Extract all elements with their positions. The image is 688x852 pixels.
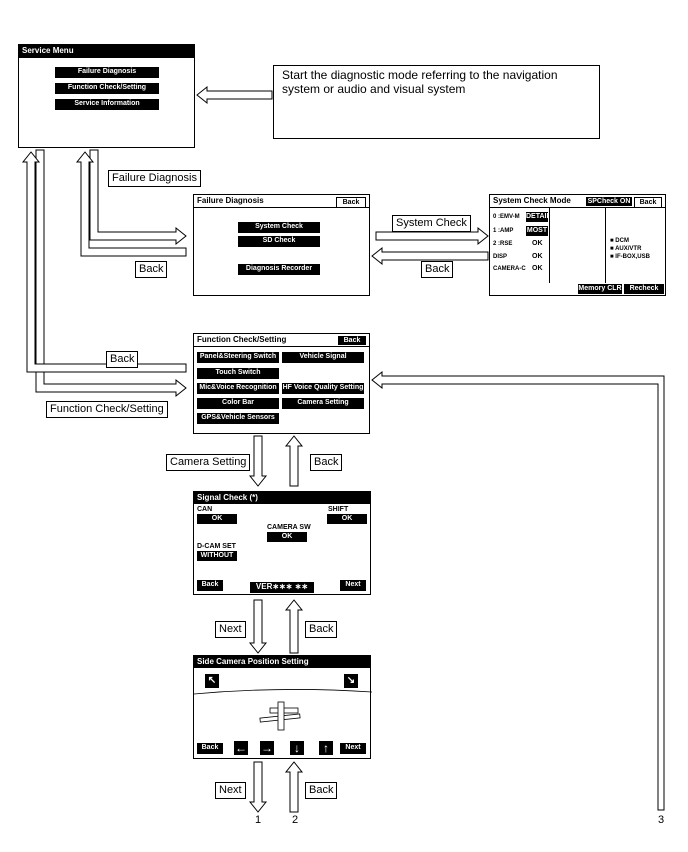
service-menu-panel: Service Menu Failure Diagnosis Function …: [18, 44, 195, 148]
system-check-divider: [549, 208, 550, 283]
flow-label-function-check: Function Check/Setting: [46, 401, 168, 418]
function-check-back-button[interactable]: Back: [338, 336, 366, 345]
flow-label-back-fc: Back: [106, 351, 139, 368]
sig-down-arrow: [248, 599, 268, 654]
side-down-arrow: [248, 761, 268, 813]
note-arrow: [196, 85, 273, 105]
service-menu-title: Service Menu: [19, 45, 194, 58]
version-display: VER∗∗∗ ∗∗: [250, 582, 314, 593]
side-camera-next-button[interactable]: Next: [340, 743, 366, 754]
arrow-right-icon[interactable]: →: [260, 741, 274, 755]
touch-switch-button[interactable]: Touch Switch: [197, 368, 279, 379]
signal-check-panel: Signal Check (*) CAN OK SHIFT OK CAMERA …: [193, 491, 371, 595]
can-value: OK: [197, 514, 237, 524]
row-value-emv[interactable]: DETAIL: [526, 212, 548, 222]
mic-voice-recognition-button[interactable]: Mic&Voice Recognition: [197, 383, 279, 394]
function-check-panel: Function Check/Setting Back Panel&Steeri…: [193, 333, 370, 434]
camera-sw-value: OK: [267, 532, 307, 542]
side-camera-back-button[interactable]: Back: [197, 743, 223, 754]
fc-back-arrow: [21, 151, 187, 373]
rotate-left-icon[interactable]: ↖: [205, 674, 219, 688]
signal-check-title: Signal Check (*): [194, 492, 370, 504]
flow-label-back-side: Back: [305, 782, 338, 799]
flow-label-back-sig: Back: [305, 621, 338, 638]
row-label-amp: 1 :AMP: [493, 228, 514, 234]
row-label-camera-c: CAMERA-C: [493, 266, 526, 272]
service-menu-function-check-button[interactable]: Function Check/Setting: [55, 83, 159, 94]
camera-sw-label: CAMERA SW: [267, 524, 311, 531]
service-menu-service-information-button[interactable]: Service Information: [55, 99, 159, 110]
sd-check-button[interactable]: SD Check: [238, 236, 320, 247]
cam-up-arrow: [284, 435, 304, 487]
fd-back-arrow: [75, 151, 187, 257]
row-value-amp[interactable]: MOST: [526, 226, 548, 236]
system-check-divider-2: [605, 208, 606, 283]
sc-back-arrow: [371, 246, 489, 266]
dcam-set-label: D-CAM SET: [197, 543, 236, 550]
can-label: CAN: [197, 506, 213, 513]
sc-forward-arrow: [375, 226, 489, 246]
arrow-left-icon[interactable]: ←: [234, 741, 248, 755]
legend-dcm: ■ DCM: [610, 238, 629, 244]
row-value-camera-c: OK: [532, 265, 543, 272]
flow-label-camera-setting: Camera Setting: [166, 454, 251, 471]
failure-diagnosis-title: Failure Diagnosis: [194, 195, 369, 208]
flow-label-back-sc: Back: [421, 261, 454, 278]
hf-voice-quality-button[interactable]: HF Voice Quality Setting: [282, 383, 364, 394]
vehicle-signal-button[interactable]: Vehicle Signal: [282, 352, 364, 363]
system-check-mode-panel: System Check Mode SPCheck ON Back 0 :EMV…: [489, 194, 666, 296]
sig-up-arrow: [284, 599, 304, 654]
memory-clr-button[interactable]: Memory CLR: [578, 284, 622, 294]
panel-steering-switch-button[interactable]: Panel&Steering Switch: [197, 352, 279, 363]
legend-aux: ■ AUX/VTR: [610, 246, 642, 252]
function-check-title: Function Check/Setting: [194, 334, 369, 347]
row-label-disp: DISP: [493, 254, 508, 260]
signal-check-back-button[interactable]: Back: [197, 580, 223, 591]
spcheck-on-button[interactable]: SPCheck ON: [586, 197, 632, 206]
camera-setting-button[interactable]: Camera Setting: [282, 398, 364, 409]
arrow-up-icon[interactable]: ↑: [319, 741, 333, 755]
row-label-rse: 2 :RSE: [493, 241, 513, 247]
gps-vehicle-sensors-button[interactable]: GPS&Vehicle Sensors: [197, 413, 279, 424]
system-check-back-button[interactable]: Back: [634, 197, 662, 208]
row-value-disp: OK: [532, 253, 543, 260]
side-camera-view: [194, 689, 372, 731]
flow-label-failure-diagnosis: Failure Diagnosis: [108, 170, 201, 187]
rotate-right-icon[interactable]: ↘: [344, 674, 358, 688]
flow-label-next-side: Next: [215, 782, 246, 799]
exit-number-1: 1: [255, 814, 262, 826]
exit-number-2: 2: [292, 814, 299, 826]
legend-ifbox: ■ IF-BOX,USB: [610, 254, 650, 260]
return-arrow-3: [371, 370, 665, 811]
failure-diagnosis-panel: Failure Diagnosis Back System Check SD C…: [193, 194, 370, 296]
shift-label: SHIFT: [328, 506, 349, 513]
color-bar-button[interactable]: Color Bar: [197, 398, 279, 409]
note-line-2: system or audio and visual system: [282, 82, 466, 96]
dcam-set-value: WITHOUT: [197, 551, 237, 561]
shift-value: OK: [327, 514, 367, 524]
row-label-emv: 0 :EMV-M: [493, 214, 520, 220]
fc-forward-arrow: [35, 149, 187, 398]
failure-diagnosis-back-button[interactable]: Back: [336, 197, 366, 208]
side-camera-panel: Side Camera Position Setting ↖ ↘ Back ← …: [193, 655, 372, 759]
signal-check-next-button[interactable]: Next: [340, 580, 366, 591]
fd-forward-arrow: [89, 149, 187, 246]
system-check-button[interactable]: System Check: [238, 222, 320, 233]
recheck-button[interactable]: Recheck: [624, 284, 664, 294]
service-menu-failure-diagnosis-button[interactable]: Failure Diagnosis: [55, 67, 159, 78]
note-box: Start the diagnostic mode referring to t…: [273, 65, 600, 139]
exit-number-3: 3: [658, 814, 665, 826]
row-value-rse: OK: [532, 240, 543, 247]
arrow-down-icon[interactable]: ↓: [290, 741, 304, 755]
diagnosis-recorder-button[interactable]: Diagnosis Recorder: [238, 264, 320, 275]
flow-label-back-cam: Back: [310, 454, 343, 471]
side-up-arrow: [284, 761, 304, 813]
note-line-1: Start the diagnostic mode referring to t…: [282, 68, 558, 82]
flow-label-system-check: System Check: [392, 215, 471, 232]
flow-label-next-sig: Next: [215, 621, 246, 638]
cam-down-arrow: [248, 435, 268, 487]
flow-label-back-fd: Back: [135, 261, 168, 278]
side-camera-title: Side Camera Position Setting: [194, 656, 370, 668]
